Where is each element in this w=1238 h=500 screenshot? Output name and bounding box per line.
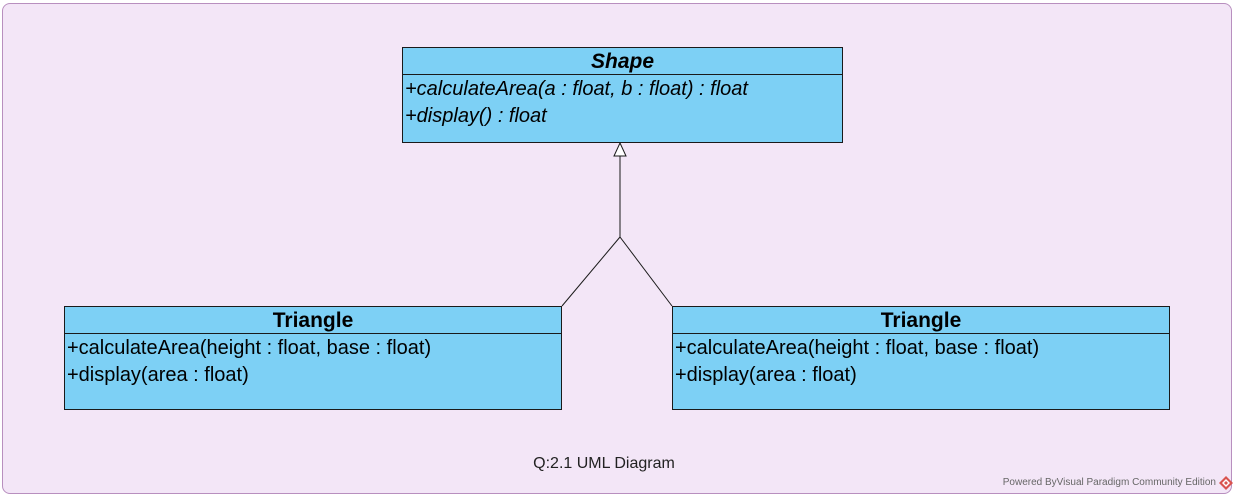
generalization-line-right bbox=[619, 236, 673, 307]
class-shape[interactable]: Shape +calculateArea(a : float, b : floa… bbox=[402, 47, 843, 143]
class-name: Triangle bbox=[65, 307, 561, 334]
operation: +calculateArea(a : float, b : float) : f… bbox=[405, 78, 748, 100]
operations-compartment: +calculateArea(height : float, base : fl… bbox=[65, 334, 561, 389]
operations-compartment: +calculateArea(a : float, b : float) : f… bbox=[403, 75, 842, 130]
operation: +calculateArea(height : float, base : fl… bbox=[67, 337, 432, 359]
operation: +display() : float bbox=[405, 105, 547, 127]
class-name: Triangle bbox=[673, 307, 1169, 334]
class-triangle-right[interactable]: Triangle +calculateArea(height : float, … bbox=[672, 306, 1170, 410]
generalization-line-left bbox=[561, 236, 621, 307]
operation: +display(area : float) bbox=[675, 364, 857, 386]
operation: +display(area : float) bbox=[67, 364, 249, 386]
inheritance-arrowhead-icon bbox=[613, 141, 627, 157]
operation: +calculateArea(height : float, base : fl… bbox=[675, 337, 1040, 359]
class-triangle-left[interactable]: Triangle +calculateArea(height : float, … bbox=[64, 306, 562, 410]
operations-compartment: +calculateArea(height : float, base : fl… bbox=[673, 334, 1169, 389]
watermark-text: Powered ByVisual Paradigm Community Edit… bbox=[1002, 477, 1216, 488]
class-name: Shape bbox=[403, 48, 842, 75]
visual-paradigm-logo-icon bbox=[1219, 476, 1233, 490]
diagram-caption: Q:2.1 UML Diagram bbox=[533, 455, 675, 472]
